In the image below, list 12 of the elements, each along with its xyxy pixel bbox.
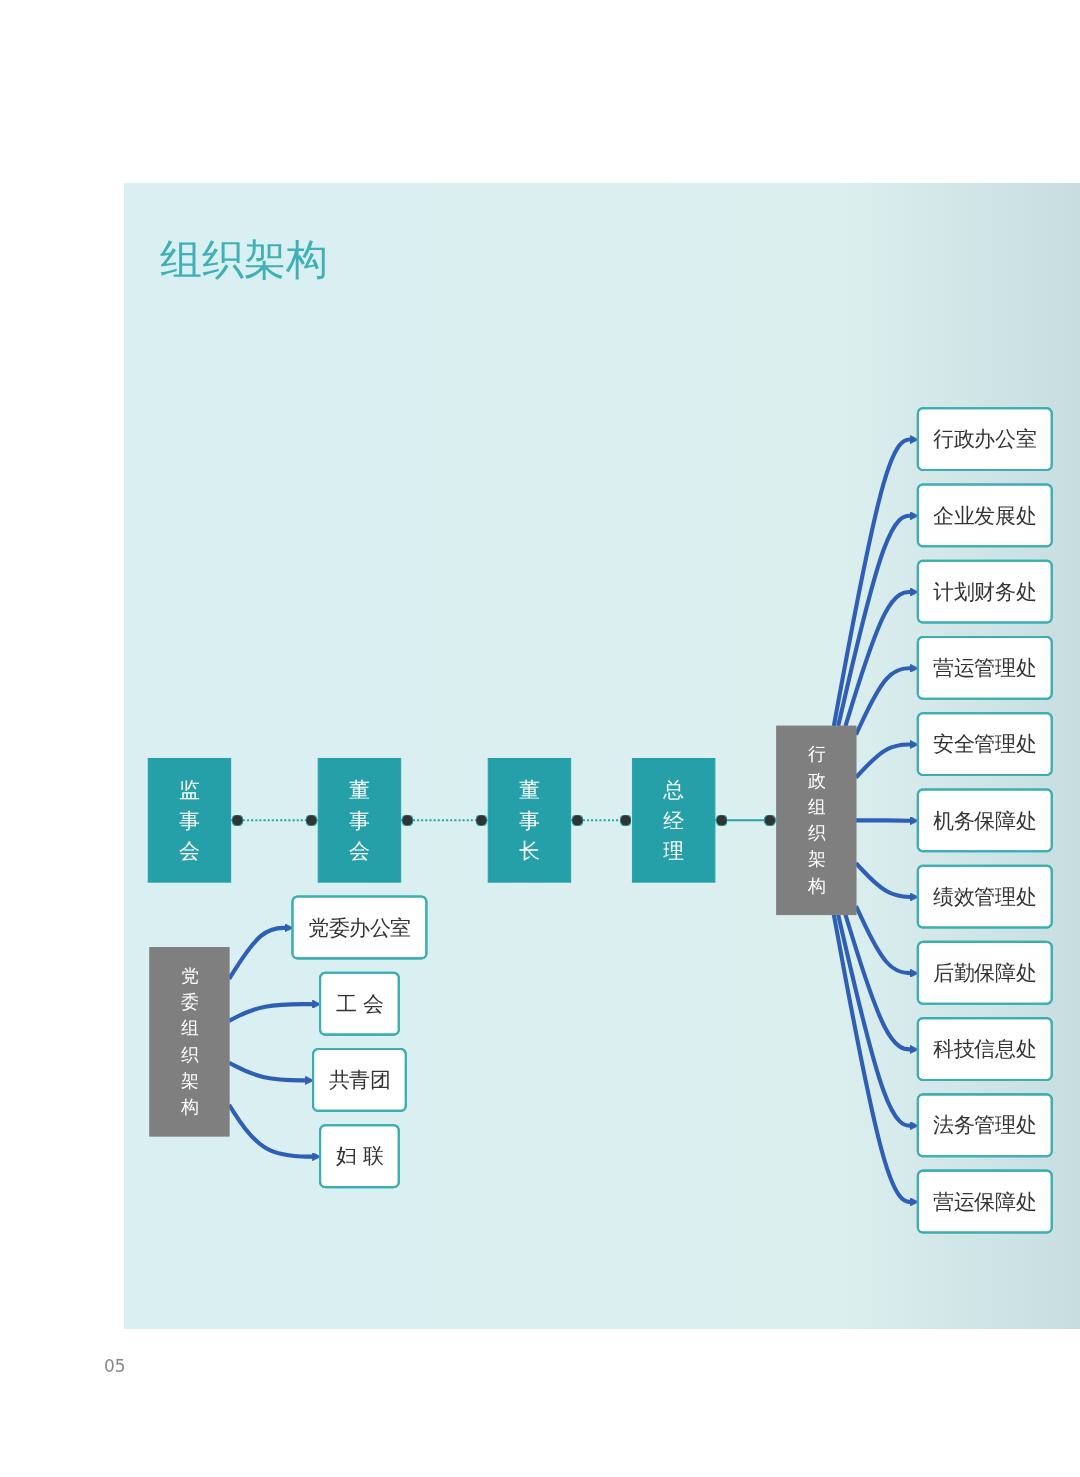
node-box: 监事会	[147, 757, 232, 883]
node-box: 总经理	[631, 757, 716, 883]
node-box: 党委组织架构	[149, 946, 230, 1137]
connector	[400, 813, 489, 827]
page-title: 组织架构	[160, 234, 328, 286]
node-box: 行政组织架构	[776, 725, 857, 915]
connector	[230, 813, 319, 827]
node-box: 董事长	[487, 757, 572, 883]
page-number: 05	[104, 1356, 126, 1376]
connector	[570, 813, 633, 827]
connector	[714, 813, 777, 827]
node-box: 董事会	[317, 757, 402, 883]
